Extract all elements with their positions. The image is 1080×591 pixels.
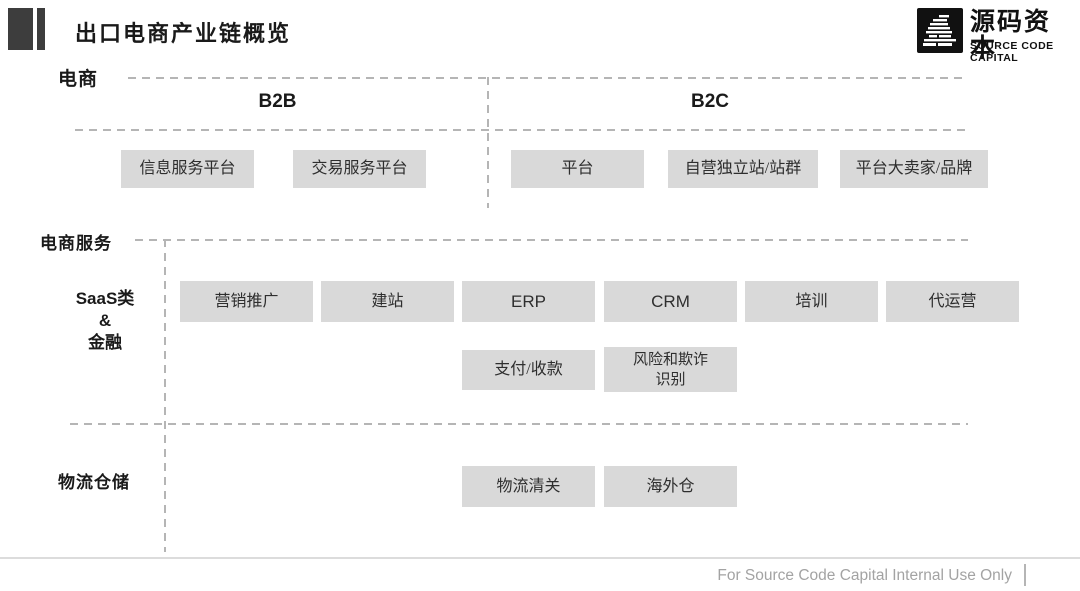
logo-name-en: SOURCE CODE CAPITAL — [970, 40, 1054, 64]
box-self-operated-sites: 自营独立站/站群 — [668, 150, 818, 188]
box-erp: ERP — [462, 281, 595, 322]
title-bar-thin — [37, 8, 45, 50]
b2c-header: B2C — [690, 91, 729, 112]
box-crm: CRM — [604, 281, 737, 322]
divider-ecommerce-bottom — [75, 129, 968, 131]
box-agency-operation: 代运营 — [886, 281, 1019, 322]
section-label-ecommerce: 电商 — [58, 69, 99, 90]
saas-label-line2: & — [98, 311, 112, 330]
box-info-service-platform: 信息服务平台 — [121, 150, 254, 188]
box-risk-fraud: 风险和欺诈 识别 — [604, 347, 737, 392]
saas-label-line1: SaaS类 — [75, 289, 135, 308]
page-title: 出口电商产业链概览 — [75, 21, 292, 46]
saas-finance-label: SaaS类 & 金融 — [55, 288, 155, 354]
box-marketing: 营销推广 — [180, 281, 313, 322]
title-bar-thick — [8, 8, 33, 50]
box-site-builder: 建站 — [321, 281, 454, 322]
box-platform: 平台 — [511, 150, 644, 188]
footer-divider — [0, 557, 1080, 559]
divider-ecommerce-top — [128, 77, 968, 79]
footer-tick — [1024, 564, 1026, 586]
section-label-services: 电商服务 — [40, 234, 112, 253]
divider-services-top — [135, 239, 968, 241]
section-label-logistics: 物流仓储 — [58, 473, 130, 492]
b2b-header: B2B — [258, 91, 297, 112]
divider-b2b-b2c — [487, 77, 489, 208]
box-training: 培训 — [745, 281, 878, 322]
box-platform-big-sellers: 平台大卖家/品牌 — [840, 150, 988, 188]
box-risk-fraud-line1: 风险和欺诈 — [632, 351, 708, 368]
box-overseas-warehouse: 海外仓 — [604, 466, 737, 507]
logo-mark-icon — [917, 8, 963, 58]
logo-name-cn: 源码资本 — [970, 9, 1052, 62]
footer-text: For Source Code Capital Internal Use Onl… — [717, 567, 1012, 584]
box-trade-service-platform: 交易服务平台 — [293, 150, 426, 188]
divider-services-left — [164, 239, 166, 552]
logo: 源码资本 SOURCE CODE CAPITAL — [917, 8, 1077, 64]
box-payment: 支付/收款 — [462, 350, 595, 390]
box-logistics-customs: 物流清关 — [462, 466, 595, 507]
divider-logistics-top — [70, 423, 968, 425]
box-risk-fraud-line2: 识别 — [655, 371, 686, 388]
saas-label-line3: 金融 — [88, 333, 122, 352]
